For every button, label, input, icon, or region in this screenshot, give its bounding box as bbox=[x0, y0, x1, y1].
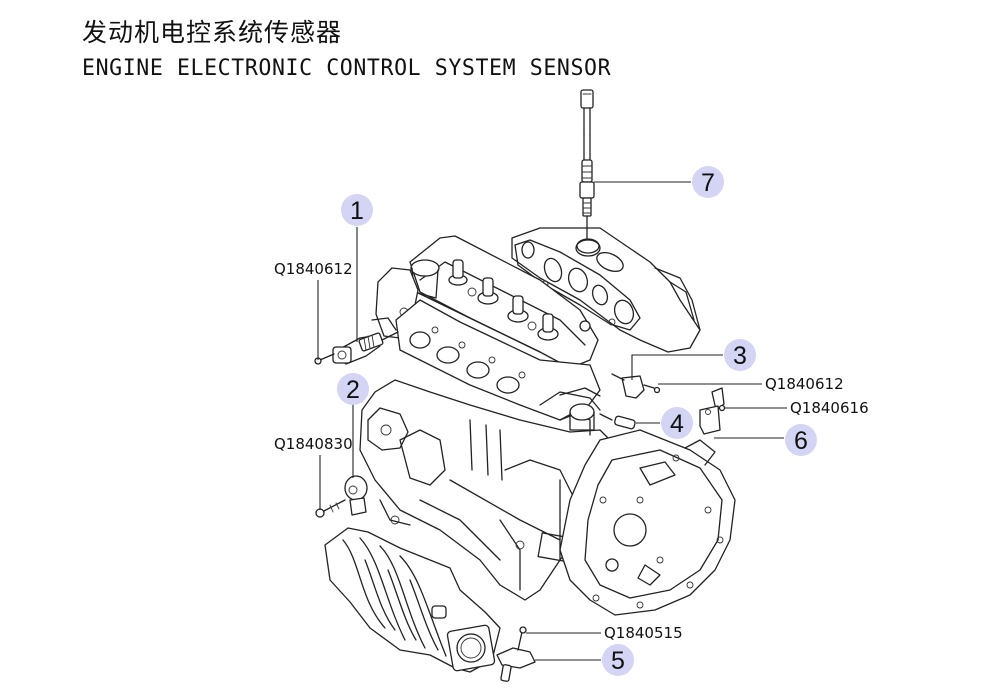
sensor-2-knock-illustration bbox=[315, 475, 368, 518]
callout-bubble bbox=[785, 424, 817, 456]
sensor-6-illustration bbox=[699, 387, 726, 435]
callout-number: 2 bbox=[346, 376, 360, 404]
callout-5: 5 bbox=[602, 644, 634, 676]
leader-lines bbox=[317, 181, 787, 661]
part-code-c5-bolt: Q1840515 bbox=[604, 624, 683, 642]
callout-number: 7 bbox=[701, 169, 715, 197]
callout-7: 7 bbox=[692, 166, 724, 198]
callout-number: 3 bbox=[733, 342, 747, 370]
engine-block-illustration bbox=[324, 227, 736, 673]
callout-number: 1 bbox=[350, 197, 364, 225]
sensor-1-illustration bbox=[314, 331, 399, 365]
title-chinese: 发动机电控系统传感器 bbox=[82, 18, 343, 47]
callout-2: 2 bbox=[337, 373, 369, 405]
callout-bubble bbox=[661, 407, 693, 439]
transmission-housing bbox=[559, 429, 736, 616]
callout-number: 5 bbox=[611, 647, 625, 675]
sensor-4-illustration bbox=[599, 413, 636, 430]
sensor-5-illustration bbox=[496, 626, 536, 682]
intake-manifold bbox=[324, 527, 501, 673]
thermostat-housing bbox=[559, 387, 601, 431]
callout-4: 4 bbox=[661, 407, 693, 439]
title-english: ENGINE ELECTRONIC CONTROL SYSTEM SENSOR bbox=[82, 56, 612, 81]
leader-line-3 bbox=[631, 354, 723, 380]
cylinder-head bbox=[395, 299, 601, 421]
part-code-c1-bolt: Q1840612 bbox=[274, 260, 353, 278]
part-code-c3-bolt: Q1840612 bbox=[765, 375, 844, 393]
part-code-c2-bolt: Q1840830 bbox=[274, 435, 353, 453]
callout-bubble bbox=[337, 373, 369, 405]
callout-number: 4 bbox=[670, 410, 684, 438]
callout-bubble bbox=[724, 339, 756, 371]
sensor-3-illustration bbox=[611, 373, 661, 399]
part-code-c6-bolt: Q1840616 bbox=[790, 399, 869, 417]
callout-3: 3 bbox=[724, 339, 756, 371]
valve-cover bbox=[409, 235, 599, 369]
callout-1: 1 bbox=[341, 194, 373, 226]
callout-bubble bbox=[602, 644, 634, 676]
exhaust-manifold bbox=[511, 227, 701, 353]
callout-bubble bbox=[341, 194, 373, 226]
callout-6: 6 bbox=[785, 424, 817, 456]
callout-number: 6 bbox=[794, 427, 808, 455]
sensor-7-oxygen-illustration bbox=[576, 89, 600, 254]
callout-bubble bbox=[692, 166, 724, 198]
